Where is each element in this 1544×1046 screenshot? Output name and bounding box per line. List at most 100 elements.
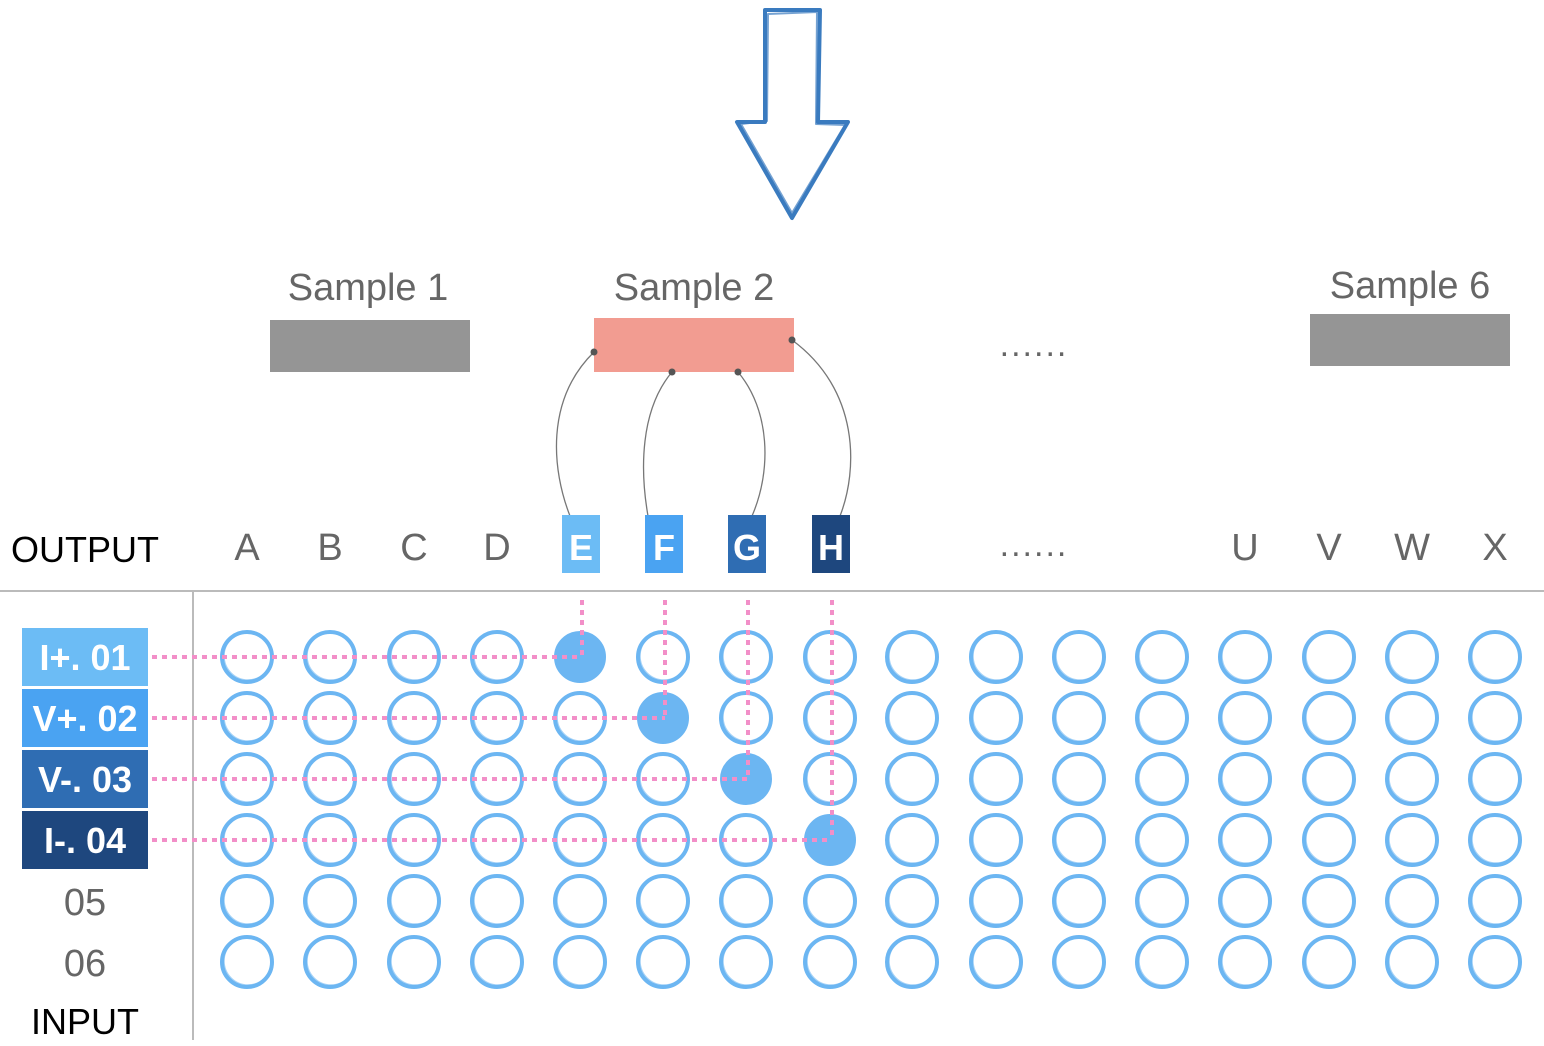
column-f-box — [645, 515, 683, 573]
matrix-node-sketch — [639, 753, 689, 803]
matrix-node-sketch — [1055, 875, 1105, 925]
matrix-node-sketch — [972, 936, 1022, 986]
matrix-node-sketch — [972, 692, 1022, 742]
matrix-node-sketch — [806, 875, 856, 925]
matrix-node-sketch — [223, 875, 273, 925]
column-label-g: G — [733, 527, 761, 568]
wire-endpoints — [590, 336, 796, 376]
connection-lines — [152, 600, 834, 842]
row-label-1: I+. 01 — [39, 637, 130, 678]
matrix-node-sketch — [1138, 814, 1188, 864]
matrix-node-sketch — [639, 814, 689, 864]
matrix-node-sketch — [1388, 875, 1438, 925]
sample-2-block — [594, 318, 794, 372]
matrix-node-sketch — [1471, 936, 1521, 986]
matrix-node-sketch — [1221, 753, 1271, 803]
row-label-3: V-. 03 — [38, 759, 132, 800]
wire-to-h — [791, 339, 852, 517]
wire-to-e — [555, 351, 595, 517]
samples-ellipsis: ...... — [1000, 326, 1069, 364]
matrix-node-sketch — [1388, 936, 1438, 986]
matrix-node-sketch — [888, 814, 938, 864]
column-label-w: W — [1394, 527, 1430, 569]
matrix-node-sketch — [1305, 936, 1355, 986]
wire-to-g — [737, 371, 766, 517]
matrix-node-sketch — [639, 875, 689, 925]
matrix-node-sketch — [556, 936, 606, 986]
matrix-node-sketch — [1138, 753, 1188, 803]
matrix-node-sketch — [972, 631, 1022, 681]
column-label-u: U — [1231, 527, 1258, 569]
sample-2-wires — [555, 339, 852, 517]
matrix-node-sketch — [972, 753, 1022, 803]
row-label-2: V+. 02 — [32, 698, 137, 739]
row-3-box — [22, 750, 148, 808]
column-label-e: E — [569, 527, 593, 568]
input-rows: I+. 01 V+. 02 V-. 03 I-. 04 05 06 — [22, 628, 148, 985]
matrix-node-sketch — [1305, 753, 1355, 803]
matrix-node-sketch — [556, 875, 606, 925]
matrix-node-sketch — [1471, 753, 1521, 803]
matrix-node-sketch — [473, 936, 523, 986]
matrix-node-sketch — [1471, 875, 1521, 925]
output-title: OUTPUT — [11, 529, 159, 570]
matrix-node-sketch — [1305, 631, 1355, 681]
matrix-node-sketch — [473, 875, 523, 925]
column-h-box — [812, 515, 850, 573]
sample-6-block — [1310, 314, 1510, 366]
matrix-node-sketch — [1138, 875, 1188, 925]
matrix-node-sketch — [1388, 692, 1438, 742]
matrix-node-sketch — [1221, 631, 1271, 681]
column-label-b: B — [317, 527, 342, 569]
sample-1-label: Sample 1 — [288, 267, 449, 309]
matrix-node-sketch — [1055, 936, 1105, 986]
column-label-f: F — [653, 527, 675, 568]
columns-ellipsis: ...... — [1000, 526, 1069, 564]
matrix-node-sketch — [390, 875, 440, 925]
sample-2-label: Sample 2 — [614, 267, 775, 309]
matrix-node-sketch — [806, 936, 856, 986]
row-2-box — [22, 689, 148, 747]
matrix-node-sketch — [972, 875, 1022, 925]
matrix-node-sketch — [888, 875, 938, 925]
matrix-node-sketch — [390, 936, 440, 986]
matrix-node-sketch — [1305, 814, 1355, 864]
matrix-node-sketch — [390, 631, 440, 681]
column-label-a: A — [234, 527, 260, 569]
sample-1-block — [270, 320, 470, 372]
row-label-4: I-. 04 — [44, 820, 126, 861]
matrix-grid — [220, 630, 1522, 989]
matrix-node-sketch — [972, 814, 1022, 864]
row-label-6: 06 — [64, 943, 106, 985]
matrix-node-sketch — [223, 936, 273, 986]
sample-6: Sample 6 — [1310, 265, 1510, 366]
matrix-node-sketch — [722, 875, 772, 925]
matrix-node-sketch — [1221, 692, 1271, 742]
matrix-node-sketch — [1138, 936, 1188, 986]
matrix-node-sketch — [1388, 814, 1438, 864]
matrix-node-sketch — [1471, 814, 1521, 864]
sample-6-label: Sample 6 — [1330, 265, 1491, 307]
matrix-node-sketch — [722, 936, 772, 986]
matrix-node-sketch — [888, 936, 938, 986]
matrix-node-sketch — [888, 692, 938, 742]
row-label-5: 05 — [64, 882, 106, 924]
column-label-h: H — [818, 527, 844, 568]
matrix-node-sketch — [390, 814, 440, 864]
matrix-node-sketch — [1305, 692, 1355, 742]
matrix-node-sketch — [1055, 692, 1105, 742]
matrix-node-sketch — [1471, 631, 1521, 681]
matrix-node-sketch — [306, 936, 356, 986]
matrix-node-sketch — [1221, 814, 1271, 864]
matrix-node-sketch — [1055, 814, 1105, 864]
row-4-box — [22, 811, 148, 869]
down-arrow-icon — [735, 8, 850, 220]
matrix-node-sketch — [1138, 631, 1188, 681]
column-g-box — [728, 515, 766, 573]
input-title: INPUT — [31, 1001, 139, 1042]
matrix-node-sketch — [888, 631, 938, 681]
matrix-node-sketch — [1388, 631, 1438, 681]
matrix-node-sketch — [390, 692, 440, 742]
